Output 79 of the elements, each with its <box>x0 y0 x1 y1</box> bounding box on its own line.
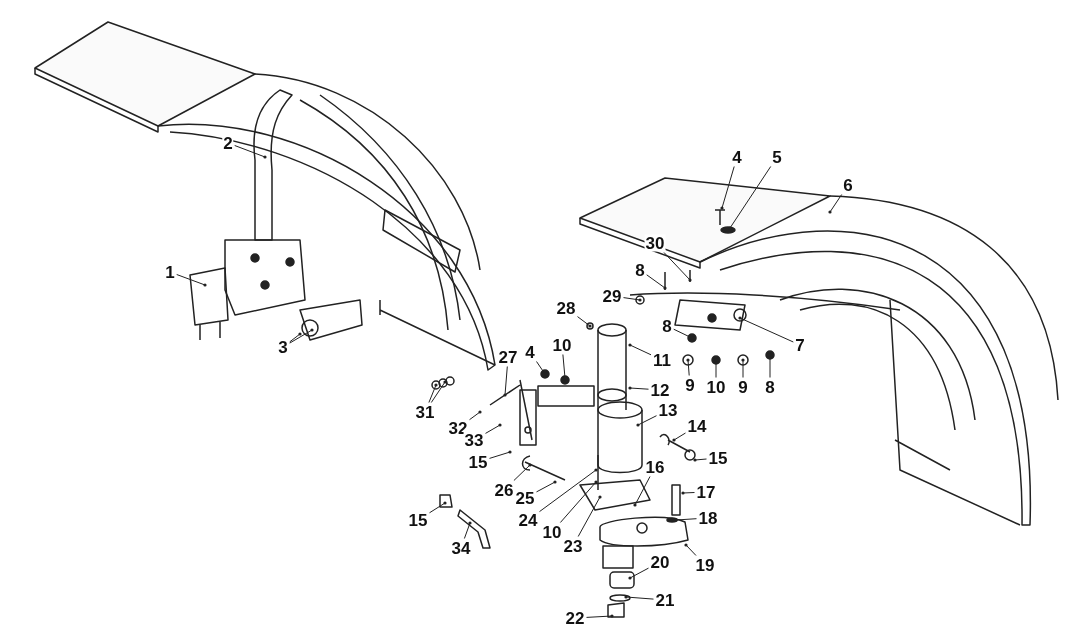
leader-line <box>674 518 697 522</box>
callout-number: 16 <box>644 458 666 476</box>
callout-number: 29 <box>601 287 623 305</box>
leader-line <box>663 252 692 282</box>
callout-number: 30 <box>644 234 666 252</box>
leader-line <box>828 194 843 214</box>
leader-line <box>428 383 438 403</box>
callout-number: 15 <box>407 511 429 529</box>
callout-number: 28 <box>555 299 577 317</box>
callout-number: 23 <box>562 537 584 555</box>
callout-number: 4 <box>731 148 743 166</box>
callout-number: 27 <box>497 348 519 366</box>
leader-line <box>536 480 557 493</box>
leader-line <box>741 358 745 378</box>
leader-line <box>513 463 532 481</box>
callout-number: 33 <box>463 431 485 449</box>
callout-number: 31 <box>414 403 436 421</box>
callout-number: 20 <box>649 553 671 571</box>
callout-number: 2 <box>222 134 234 152</box>
callout-number: 26 <box>493 481 515 499</box>
callout-number: 3 <box>277 338 289 356</box>
callout-number: 14 <box>686 417 708 435</box>
callout-number: 8 <box>764 378 776 396</box>
leader-line <box>559 480 598 523</box>
leader-line <box>633 476 651 507</box>
leader-line <box>485 423 502 434</box>
callout-number: 8 <box>634 261 646 279</box>
leader-line <box>503 366 508 397</box>
callout-number: 17 <box>695 483 717 501</box>
callout-number: 7 <box>794 336 806 354</box>
callout-number: 9 <box>737 378 749 396</box>
callout-number: 15 <box>707 449 729 467</box>
leader-line <box>623 297 642 302</box>
callout-number: 25 <box>514 489 536 507</box>
leader-line <box>672 432 686 442</box>
leader-line <box>684 543 697 556</box>
leader-line <box>720 166 735 210</box>
callout-number: 13 <box>657 401 679 419</box>
callout-number: 34 <box>450 539 472 557</box>
callout-number: 10 <box>541 523 563 541</box>
callout-number: 24 <box>517 511 539 529</box>
leader-line <box>624 595 654 600</box>
leader-line <box>577 316 592 328</box>
leader-line <box>628 386 649 390</box>
leader-line <box>628 567 649 580</box>
leader-line <box>686 358 690 376</box>
leader-line <box>430 380 447 403</box>
callout-number: 8 <box>661 317 673 335</box>
leader-line <box>628 343 652 356</box>
leader-line <box>463 521 472 539</box>
callout-number: 12 <box>649 381 671 399</box>
leader-line <box>289 328 314 344</box>
callout-number: 9 <box>684 376 696 394</box>
leader-line <box>738 316 794 343</box>
callout-number: 10 <box>551 336 573 354</box>
leader-line <box>728 166 772 230</box>
leader-line <box>636 415 657 427</box>
callout-number: 18 <box>697 509 719 527</box>
leader-line <box>539 468 598 513</box>
callout-number: 19 <box>694 556 716 574</box>
leader-line <box>234 145 267 159</box>
leader-line <box>289 332 302 343</box>
leader-line <box>646 274 667 290</box>
callout-number: 5 <box>771 148 783 166</box>
leader-line <box>693 458 707 462</box>
callout-number: 21 <box>654 591 676 609</box>
leader-line <box>429 501 447 514</box>
callout-number: 11 <box>652 351 672 369</box>
leader-line <box>586 614 614 618</box>
leader-line <box>469 410 482 421</box>
leader-line <box>577 495 602 537</box>
leader-line <box>681 491 695 495</box>
callout-number: 10 <box>705 378 727 396</box>
callout-number: 1 <box>164 263 176 281</box>
callout-number: 15 <box>467 453 489 471</box>
callout-number: 22 <box>564 609 586 627</box>
callout-number: 4 <box>524 343 536 361</box>
callout-number: 6 <box>842 176 854 194</box>
leader-line <box>489 450 512 459</box>
